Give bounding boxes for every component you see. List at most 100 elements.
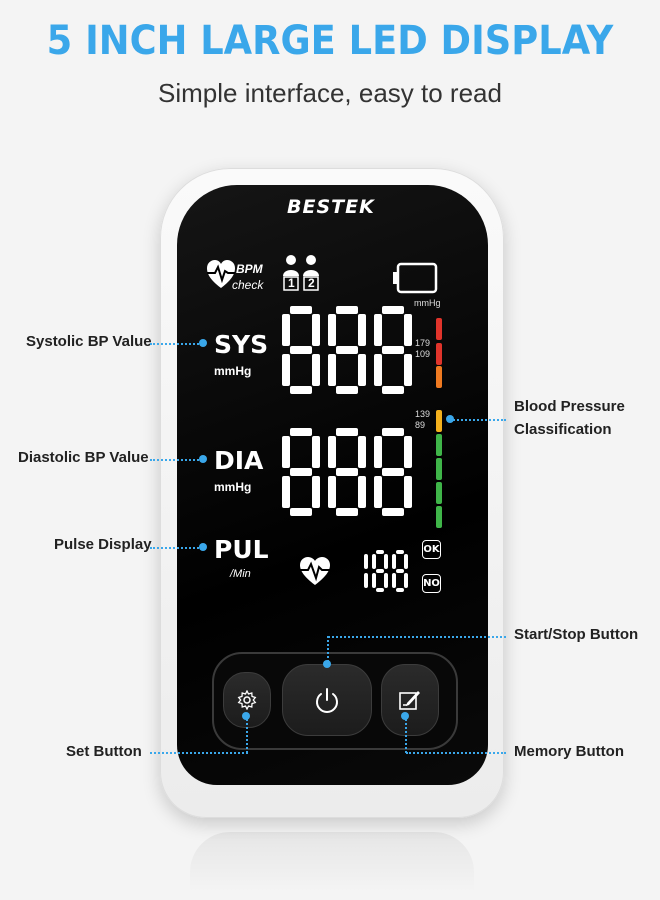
digit-segment — [358, 476, 366, 508]
digit-segment — [372, 573, 376, 588]
digit-segment — [358, 436, 366, 468]
digit-segment — [384, 573, 388, 588]
digit-segment — [374, 436, 382, 468]
classification-bar-segment — [436, 434, 442, 456]
user-1-label: 1 — [288, 276, 295, 290]
callout-set: Set Button — [66, 743, 142, 760]
ok-indicator: OK — [422, 540, 441, 559]
top-unit-label: mmHg — [414, 298, 441, 308]
digit-segment — [358, 354, 366, 386]
digit-segment — [382, 306, 404, 314]
gear-icon — [237, 690, 257, 710]
digit-segment — [312, 476, 320, 508]
pulse-digits — [364, 550, 408, 592]
digit-segment — [404, 354, 412, 386]
sys-label: SYS — [214, 330, 269, 359]
callout-systolic: Systolic BP Value — [26, 333, 152, 350]
digit-segment — [312, 436, 320, 468]
pul-label: PUL — [214, 535, 269, 564]
threshold-mid-2: 89 — [415, 420, 426, 430]
digit-segment — [392, 573, 396, 588]
digit-segment — [328, 476, 336, 508]
threshold-high-2: 109 — [415, 349, 431, 359]
start-stop-button[interactable] — [282, 664, 372, 736]
classification-bar-segment — [436, 410, 442, 432]
callout-diastolic: Diastolic BP Value — [18, 449, 149, 466]
digit-segment — [312, 354, 320, 386]
digit-segment — [372, 554, 376, 569]
classification-bar-segment — [436, 343, 442, 365]
digit-segment — [384, 554, 388, 569]
digit-segment — [382, 428, 404, 436]
digit-segment — [336, 346, 358, 354]
no-indicator: NO — [422, 574, 441, 593]
brand-logo: BESTEK — [287, 196, 375, 218]
user-2-label: 2 — [308, 276, 315, 290]
bpm-label: BPM — [236, 262, 263, 276]
dia-unit: mmHg — [214, 480, 252, 494]
check-label: check — [232, 278, 264, 292]
digit-segment — [290, 428, 312, 436]
digit-segment — [282, 476, 290, 508]
digit-segment — [290, 306, 312, 314]
memory-icon — [399, 691, 420, 710]
digit-segment — [364, 573, 368, 588]
digit-segment — [404, 436, 412, 468]
callout-memory: Memory Button — [514, 743, 624, 760]
digit-segment — [374, 354, 382, 386]
digit-segment — [312, 314, 320, 346]
digit-segment — [396, 588, 404, 592]
pul-unit: /Min — [230, 568, 251, 580]
digit-segment — [364, 554, 368, 569]
digit-segment — [382, 468, 404, 476]
digit-segment — [404, 314, 412, 346]
digit-segment — [396, 550, 404, 554]
callout-start-stop: Start/Stop Button — [514, 626, 639, 643]
sys-unit: mmHg — [214, 364, 252, 378]
classification-bar-segment — [436, 482, 442, 504]
digit-segment — [392, 554, 396, 569]
digit-segment — [328, 354, 336, 386]
digit-segment — [290, 508, 312, 516]
digit-segment — [382, 346, 404, 354]
systolic-digits — [282, 306, 412, 394]
memory-button[interactable] — [381, 664, 439, 736]
battery-icon — [393, 262, 438, 294]
digit-segment — [376, 550, 384, 554]
callout-classification-1: Blood Pressure — [514, 398, 625, 415]
digit-segment — [374, 314, 382, 346]
digit-segment — [290, 468, 312, 476]
pulse-heart-icon — [300, 557, 330, 585]
power-icon — [316, 688, 338, 713]
users-icon — [283, 255, 319, 291]
threshold-high-1: 179 — [415, 338, 431, 348]
digit-segment — [282, 314, 290, 346]
digit-segment — [374, 476, 382, 508]
classification-bar-segment — [436, 318, 442, 340]
digit-segment — [404, 476, 412, 508]
digit-segment — [290, 346, 312, 354]
classification-bar-segment — [436, 506, 442, 528]
digit-segment — [376, 588, 384, 592]
dia-label: DIA — [214, 446, 264, 475]
digit-segment — [282, 354, 290, 386]
threshold-mid-1: 139 — [415, 409, 431, 419]
callout-pulse: Pulse Display — [54, 536, 152, 553]
digit-segment — [396, 569, 404, 573]
digit-segment — [404, 573, 408, 588]
digit-segment — [336, 508, 358, 516]
heart-pulse-icon — [207, 260, 235, 288]
digit-segment — [336, 428, 358, 436]
digit-segment — [404, 554, 408, 569]
digit-segment — [382, 508, 404, 516]
page-subtitle: Simple interface, easy to read — [158, 78, 502, 108]
diastolic-digits — [282, 428, 412, 516]
digit-segment — [358, 314, 366, 346]
digit-segment — [336, 386, 358, 394]
digit-segment — [282, 436, 290, 468]
device-reflection — [190, 832, 474, 892]
page-title: 5 INCH LARGE LED DISPLAY — [46, 18, 614, 64]
digit-segment — [328, 436, 336, 468]
digit-segment — [336, 306, 358, 314]
callout-classification-2: Classification — [514, 421, 612, 438]
